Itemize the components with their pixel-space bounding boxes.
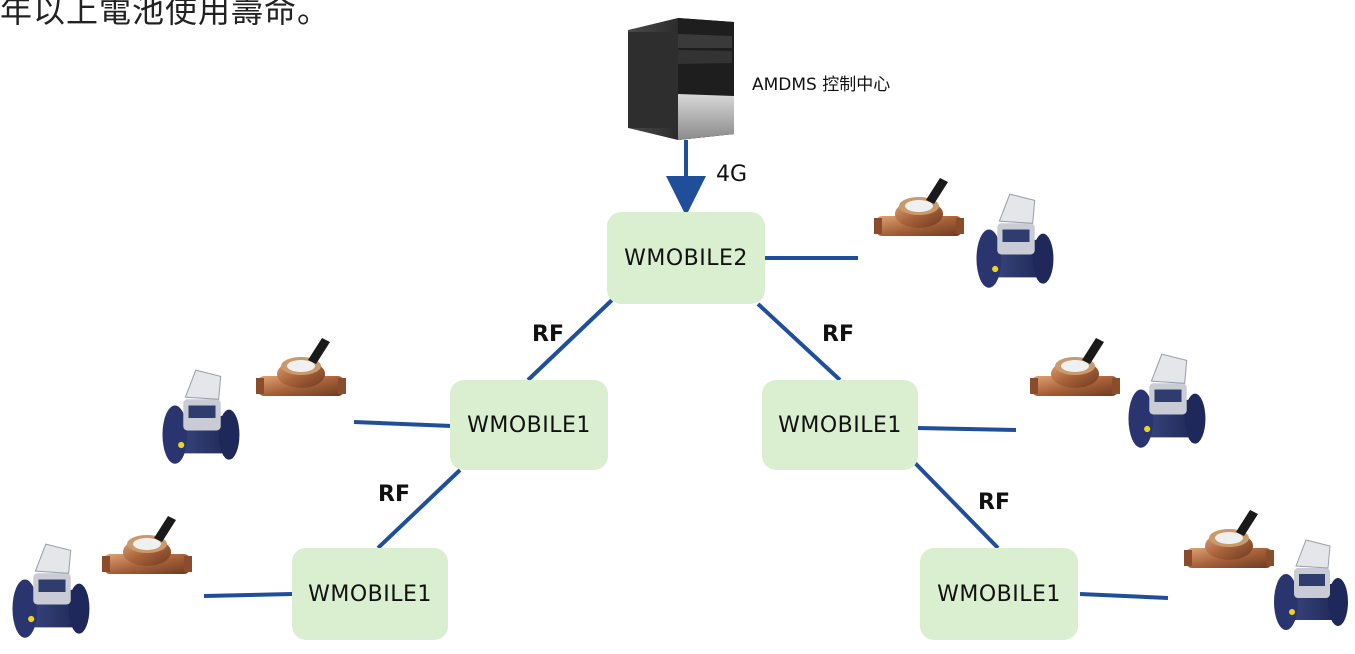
node-wmobile2: WMOBILE2 — [607, 212, 765, 304]
brass-water-meter-icon — [874, 176, 964, 256]
node-wmobile1-mid-right: WMOBILE1 — [762, 380, 918, 470]
link-label-4g: 4G — [716, 162, 748, 187]
link-midleft-meters — [353, 420, 453, 428]
link-top-to-midright — [756, 302, 842, 382]
brass-water-meter-icon — [102, 514, 192, 594]
smart-water-meter-icon — [160, 366, 244, 470]
link-bottomright-meters — [1079, 592, 1169, 600]
link-midright-meters — [917, 426, 1017, 432]
link-label-rf-1: RF — [532, 322, 564, 347]
node-wmobile1-bottom-right: WMOBILE1 — [920, 548, 1078, 640]
server-tower-icon — [628, 18, 734, 140]
link-label-rf-2: RF — [822, 322, 854, 347]
link-label-rf-4: RF — [978, 490, 1010, 515]
link-midright-to-bottomright — [913, 461, 1000, 550]
smart-water-meter-icon — [1126, 350, 1210, 454]
brass-water-meter-icon — [1184, 508, 1274, 588]
link-midleft-to-bottomleft — [376, 468, 462, 550]
smart-water-meter-icon — [974, 190, 1058, 294]
link-top-to-midleft — [526, 298, 614, 382]
header-text: 年以上電池使用壽命。 — [0, 0, 331, 30]
node-wmobile1-mid-left: WMOBILE1 — [450, 380, 608, 470]
link-bottomleft-meters — [203, 592, 293, 598]
brass-water-meter-icon — [256, 336, 346, 416]
server-label: AMDMS 控制中心 — [752, 75, 891, 95]
smart-water-meter-icon — [10, 540, 94, 644]
brass-water-meter-icon — [1030, 336, 1120, 416]
node-wmobile1-bottom-left: WMOBILE1 — [292, 548, 448, 640]
smart-water-meter-icon — [1272, 536, 1352, 636]
link-label-rf-3: RF — [378, 482, 410, 507]
